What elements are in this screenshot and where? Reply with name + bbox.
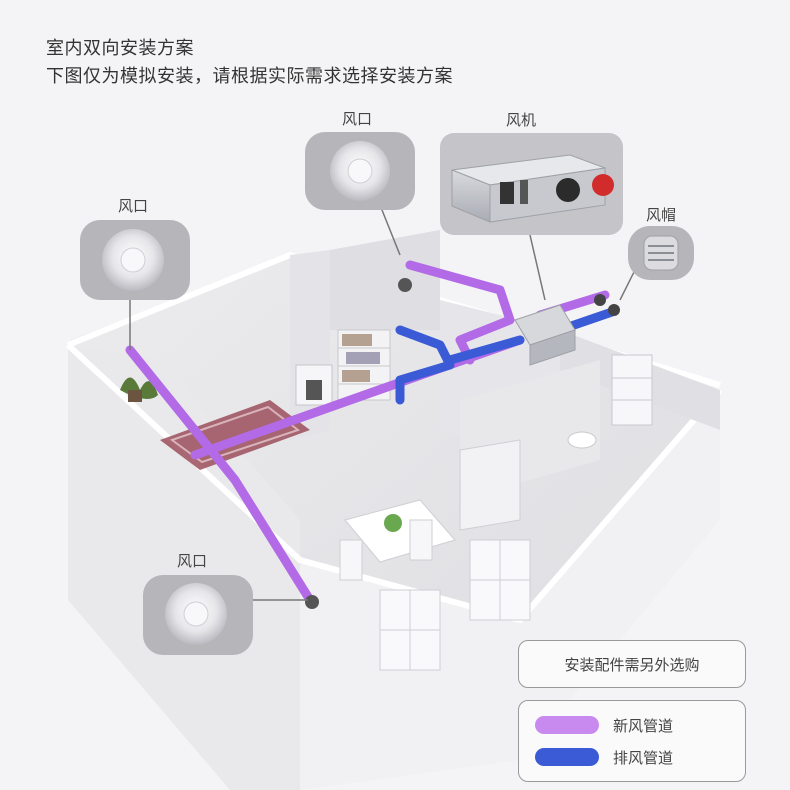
- legend-swatch-fresh-air: [535, 716, 599, 734]
- diagram-title: 室内双向安装方案: [46, 38, 194, 59]
- diagram-subtitle: 下图仅为模拟安装，请根据实际需求选择安装方案: [46, 66, 453, 87]
- label-vent-bottom: 风口: [177, 552, 208, 570]
- front-windows: [379, 539, 531, 671]
- legend-item-fresh-air: 新风管道: [535, 713, 735, 737]
- cabinet: [459, 439, 521, 531]
- label-fan: 风机: [506, 111, 537, 129]
- label-vent-top: 风口: [342, 110, 373, 128]
- legend-swatch-exhaust: [535, 748, 599, 766]
- fan-unit-in-house: [514, 304, 576, 366]
- callout-vent-top: [305, 132, 415, 210]
- callout-fan: [440, 133, 623, 235]
- legend-item-exhaust: 排风管道: [535, 745, 735, 769]
- bookshelf: [337, 329, 391, 401]
- dining-table: [339, 499, 456, 581]
- callout-vent-bottom: [143, 575, 253, 655]
- legend-label-exhaust: 排风管道: [613, 748, 674, 767]
- legend-label-fresh-air: 新风管道: [613, 716, 674, 735]
- label-hood: 风帽: [646, 206, 677, 224]
- accessories-note: 安装配件需另外选购: [518, 640, 746, 688]
- fireplace: [295, 364, 333, 406]
- duct-legend: 新风管道 排风管道: [518, 700, 746, 782]
- label-vent-left: 风口: [118, 197, 149, 215]
- potted-plant: [120, 377, 158, 402]
- callout-hood: [628, 226, 694, 280]
- bathroom-window: [567, 354, 653, 449]
- callout-vent-left: [80, 220, 190, 300]
